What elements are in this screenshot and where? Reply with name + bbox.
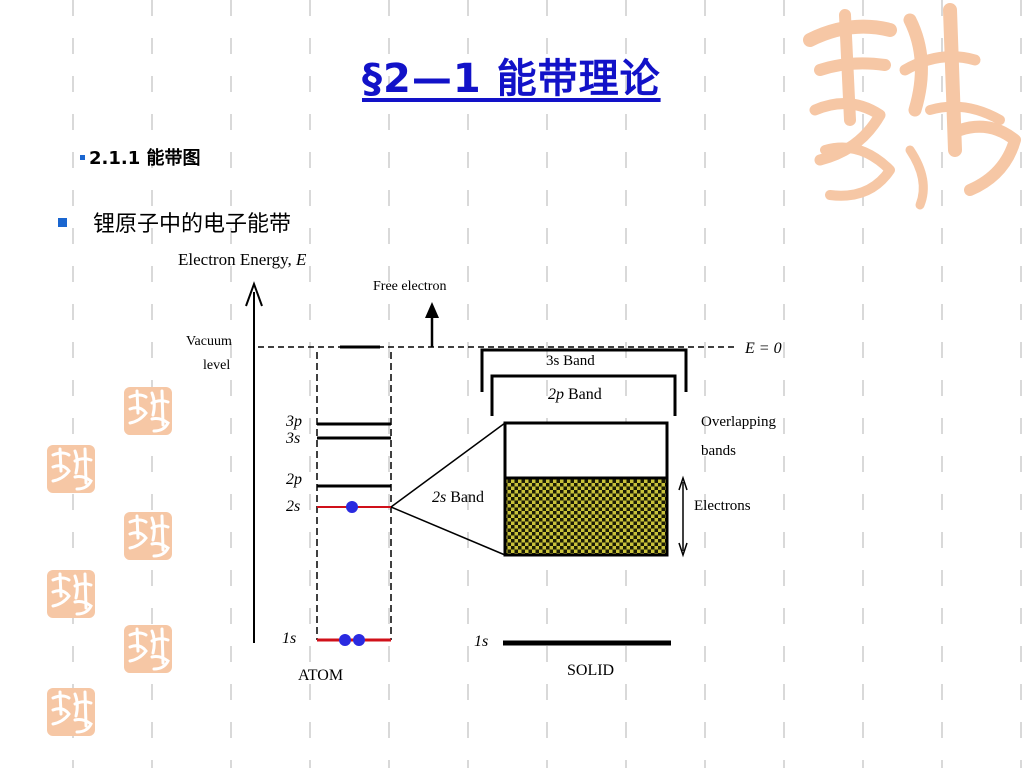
free-electron-label: Free electron bbox=[373, 279, 446, 294]
electrons-arrow-down-icon bbox=[678, 542, 688, 558]
overlapping-label-bands: bands bbox=[701, 443, 736, 459]
electrons-label: Electrons bbox=[694, 498, 751, 514]
calligraphy-seal-small bbox=[47, 570, 95, 618]
subheading-text: 2.1.1 能带图 bbox=[89, 148, 201, 169]
level-label-1s-atom: 1s bbox=[282, 630, 296, 647]
level-label-3p: 3p bbox=[285, 413, 302, 430]
electron-2s bbox=[346, 501, 358, 513]
band-2p bbox=[490, 374, 677, 416]
axis-label: Electron Energy, E bbox=[178, 250, 307, 269]
band-3s bbox=[480, 348, 688, 392]
calligraphy-seal-small bbox=[124, 387, 172, 435]
calligraphy-seal-large bbox=[803, 3, 1021, 210]
free-electron-arrow-icon bbox=[425, 302, 439, 318]
energy-axis-arrow-icon bbox=[245, 281, 263, 307]
bullet-marker-icon bbox=[80, 154, 85, 160]
electrons-arrow-up-icon bbox=[678, 475, 688, 491]
bullet-marker-icon bbox=[58, 217, 67, 227]
bullet-item: 锂原子中的电子能带 bbox=[58, 206, 291, 238]
solid-label: SOLID bbox=[567, 662, 614, 679]
subheading: 2.1.1 能带图 bbox=[80, 144, 201, 170]
level-label-2s: 2s bbox=[286, 498, 300, 515]
band-3s-label: 3s Band bbox=[546, 353, 595, 369]
band-2s-label: 2s Band bbox=[432, 489, 484, 506]
overlapping-label: Overlapping bbox=[701, 414, 776, 430]
electron-1s-b bbox=[353, 634, 365, 646]
electron-1s-a bbox=[339, 634, 351, 646]
calligraphy-seal-small bbox=[47, 688, 95, 736]
e-zero-label: E = 0 bbox=[744, 340, 782, 357]
atom-label: ATOM bbox=[298, 667, 343, 684]
vacuum-label: Vacuum bbox=[186, 334, 232, 349]
band-2s-connector-bottom bbox=[390, 506, 506, 556]
vacuum-label-level: level bbox=[203, 358, 230, 373]
band-2p-label: 2p Band bbox=[548, 386, 602, 403]
slide-title: §2—1 能带理论 bbox=[362, 56, 661, 102]
band-2s-connector-top bbox=[390, 422, 506, 508]
level-label-2p: 2p bbox=[286, 471, 302, 488]
band-2s-empty bbox=[503, 421, 669, 480]
calligraphy-seal-small bbox=[47, 445, 95, 493]
level-label-3s: 3s bbox=[285, 430, 300, 447]
calligraphy-seal-small bbox=[124, 625, 172, 673]
level-label-1s-solid: 1s bbox=[474, 633, 488, 650]
calligraphy-seal-small bbox=[124, 512, 172, 560]
band-2s-filled bbox=[503, 476, 669, 557]
bullet-text: 锂原子中的电子能带 bbox=[93, 212, 292, 237]
